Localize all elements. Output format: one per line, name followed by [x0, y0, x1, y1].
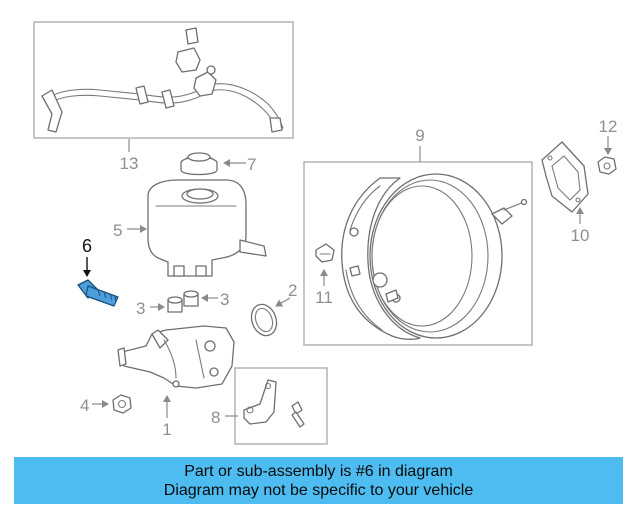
callout-12[interactable]: 12: [599, 117, 618, 136]
callout-4[interactable]: 4: [80, 396, 89, 415]
brake-booster[interactable]: [303, 161, 533, 346]
booster-gasket-part-10[interactable]: [541, 141, 589, 213]
bolt-part-6[interactable]: [77, 279, 119, 307]
brake-fluid-reservoir[interactable]: [147, 179, 267, 277]
reservoir-grommets[interactable]: [167, 290, 199, 313]
vacuum-hose-assembly[interactable]: [33, 21, 294, 139]
master-cylinder[interactable]: [117, 325, 235, 389]
callout-1[interactable]: 1: [162, 420, 171, 439]
info-banner: Part or sub-assembly is #6 in diagram Di…: [14, 457, 623, 504]
callout-3-left[interactable]: 3: [136, 299, 145, 318]
callout-5[interactable]: 5: [113, 221, 122, 240]
nut-part-4[interactable]: [112, 394, 132, 414]
callout-3-right[interactable]: 3: [220, 290, 229, 309]
callout-8[interactable]: 8: [211, 408, 220, 427]
callout-11[interactable]: 11: [315, 288, 333, 307]
callout-6[interactable]: 6: [82, 236, 92, 256]
banner-line-1: Part or sub-assembly is #6 in diagram: [184, 462, 453, 480]
callout-13[interactable]: 13: [120, 154, 139, 173]
banner-line-2: Diagram may not be specific to your vehi…: [163, 481, 474, 499]
bracket-assembly[interactable]: [234, 367, 328, 445]
callout-10[interactable]: 10: [571, 226, 590, 245]
o-ring-part-2[interactable]: [247, 301, 280, 339]
nut-part-12[interactable]: [597, 156, 617, 175]
reservoir-cap[interactable]: [180, 152, 218, 176]
stud-part-11[interactable]: [315, 243, 335, 263]
callout-9[interactable]: 9: [415, 126, 424, 145]
callout-7[interactable]: 7: [247, 155, 256, 174]
callout-2[interactable]: 2: [288, 281, 297, 300]
